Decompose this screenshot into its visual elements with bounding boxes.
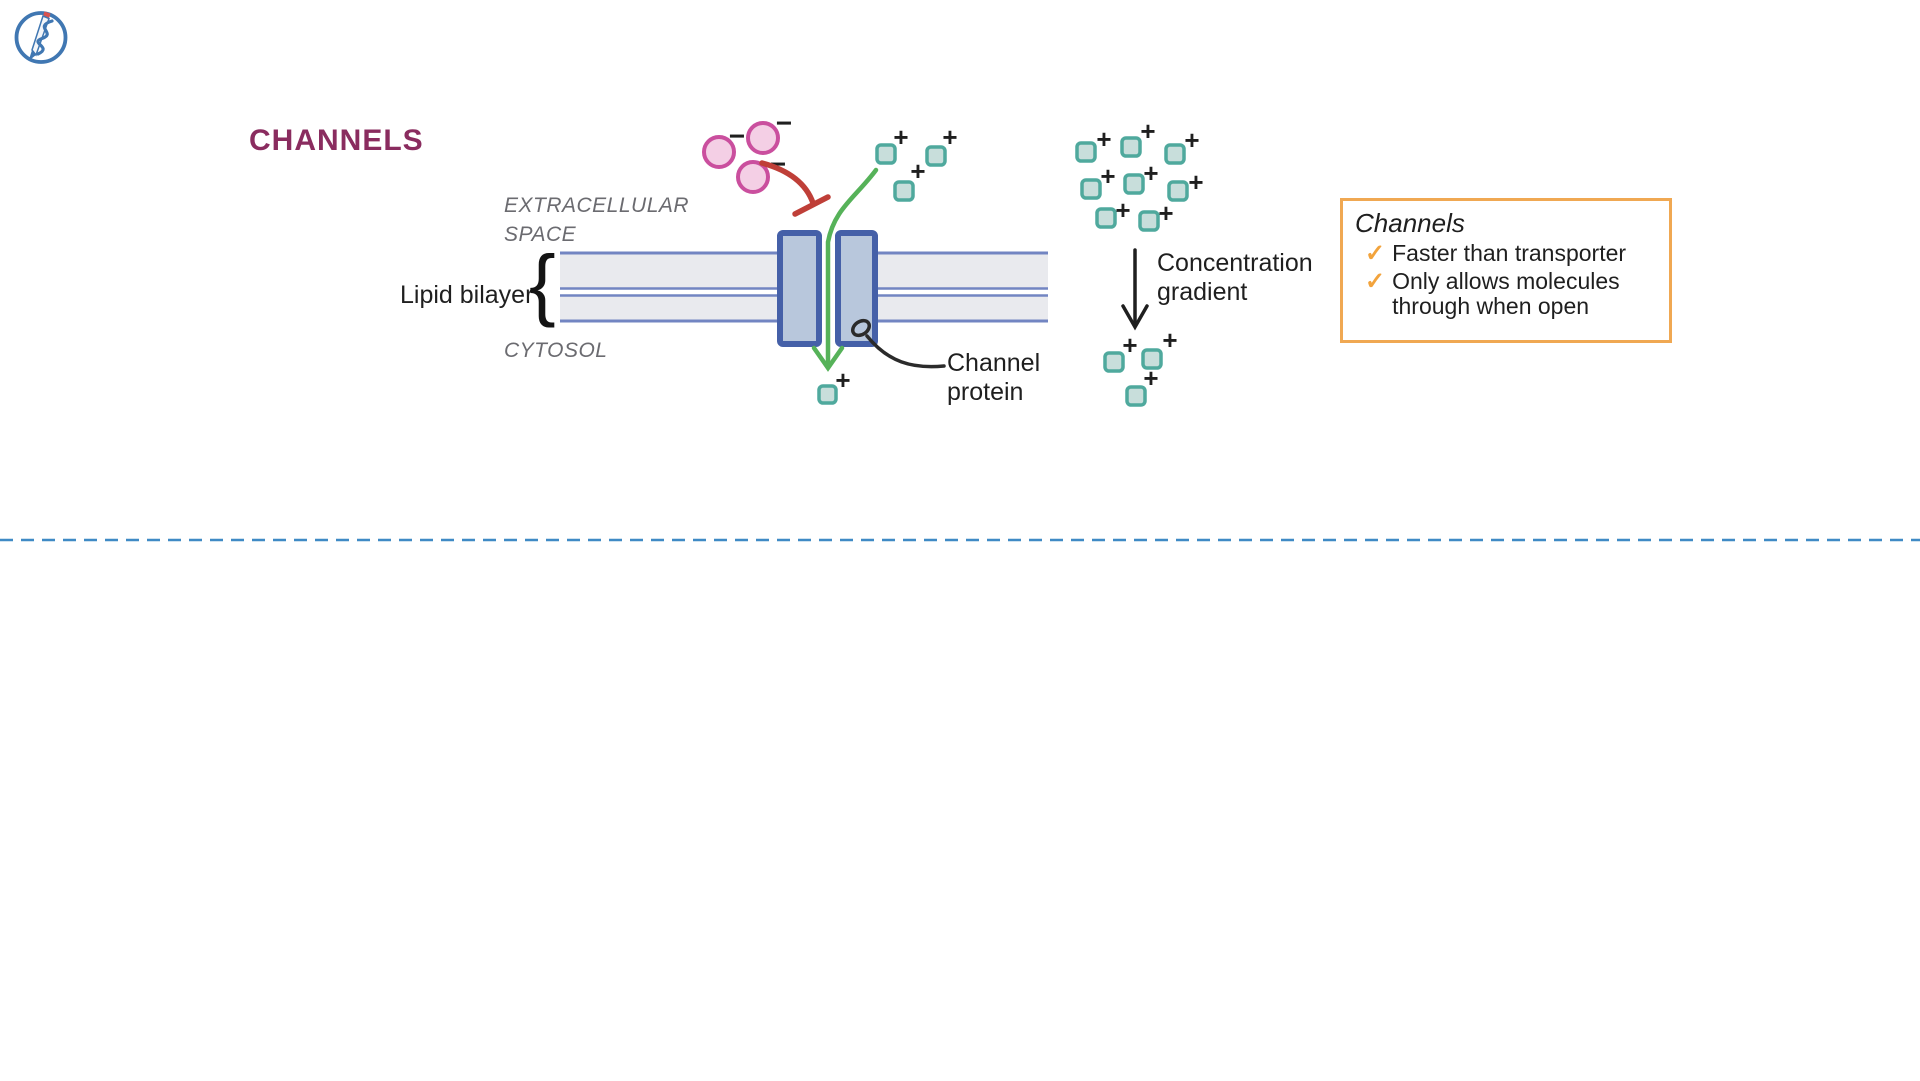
anion [702, 135, 736, 169]
cation [875, 143, 897, 165]
cation-through-channel: + [817, 365, 851, 405]
cation [1103, 351, 1125, 373]
cation [1080, 178, 1102, 200]
cation-cluster-top: + + + + + + + + [1075, 116, 1204, 232]
anion [746, 121, 780, 155]
cation [817, 384, 838, 405]
plus-sign: + [910, 156, 925, 186]
info-item: ✓ Faster than transporter [1365, 239, 1657, 267]
cation [1075, 141, 1097, 163]
blocked-arrow-shaft [759, 160, 816, 206]
plus-sign: + [1115, 195, 1130, 225]
green-arrow-shaft [825, 167, 879, 365]
red-blocked-arrow [759, 160, 831, 217]
info-box-title: Channels [1355, 208, 1465, 238]
anion [736, 160, 770, 194]
plus-sign: + [1162, 325, 1177, 355]
sketchy-logo[interactable] [12, 8, 70, 66]
gradient-arrow-head [1121, 304, 1149, 331]
plus-sign: + [1096, 124, 1111, 154]
pencil-snake-logo-icon [14, 11, 68, 64]
cation [1138, 210, 1160, 232]
concentration-gradient-label: Concentration gradient [1157, 249, 1313, 306]
pencil-tip [28, 50, 36, 61]
check-icon: ✓ [1365, 239, 1386, 267]
channel-subunit-left [777, 230, 822, 347]
minus-sign: − [729, 121, 745, 152]
snake [36, 19, 54, 56]
cations-extracellular: + + + [875, 122, 958, 202]
plus-sign: + [835, 365, 850, 395]
info-item: ✓ Only allows molecules through when ope… [1365, 267, 1657, 320]
cation [925, 145, 947, 167]
plus-sign: + [1188, 167, 1203, 197]
plus-sign: + [893, 122, 908, 152]
anion-molecules: − − − [702, 108, 792, 194]
cation [1125, 385, 1147, 407]
cation [1167, 180, 1189, 202]
minus-sign: − [776, 108, 792, 139]
cation [1123, 173, 1145, 195]
extracellular-space-label: EXTRACELLULAR SPACE [504, 194, 690, 247]
channel-subunit-right [835, 230, 878, 347]
plus-sign: + [1140, 116, 1155, 146]
cation [1164, 143, 1186, 165]
channel-protein-label: Channel protein [947, 349, 1041, 406]
info-item-text: Faster than transporter [1392, 239, 1627, 266]
info-item-text: Only allows molecules through when open [1392, 267, 1620, 320]
blocked-arrow-bar [792, 194, 831, 217]
plus-sign: + [1184, 125, 1199, 155]
plus-sign: + [1122, 330, 1137, 360]
green-arrow-head [811, 345, 845, 372]
pointer-loop [850, 318, 872, 338]
plus-sign: + [1143, 158, 1158, 188]
cation [1141, 348, 1163, 370]
plus-sign: + [942, 122, 957, 152]
cation [1095, 207, 1117, 229]
concentration-gradient-arrow [1121, 248, 1149, 331]
cytosol-label: CYTOSOL [504, 339, 608, 362]
plus-sign: + [1158, 198, 1173, 228]
cation [1120, 136, 1142, 158]
plus-sign: + [1143, 363, 1158, 393]
green-flow-arrow [811, 167, 879, 372]
lipid-bilayer-label: Lipid bilayer [400, 281, 534, 309]
check-icon: ✓ [1365, 267, 1386, 295]
plus-sign: + [1100, 161, 1115, 191]
channel-protein-pointer [850, 318, 946, 369]
cation-cluster-bottom: + + + [1103, 325, 1178, 407]
page-title: CHANNELS [249, 124, 424, 157]
pointer-curve [865, 334, 946, 369]
channels-info-box: Channels ✓ Faster than transporter ✓ Onl… [1340, 198, 1672, 343]
lipid-bilayer-brace: { [529, 239, 556, 328]
cation [893, 180, 915, 202]
